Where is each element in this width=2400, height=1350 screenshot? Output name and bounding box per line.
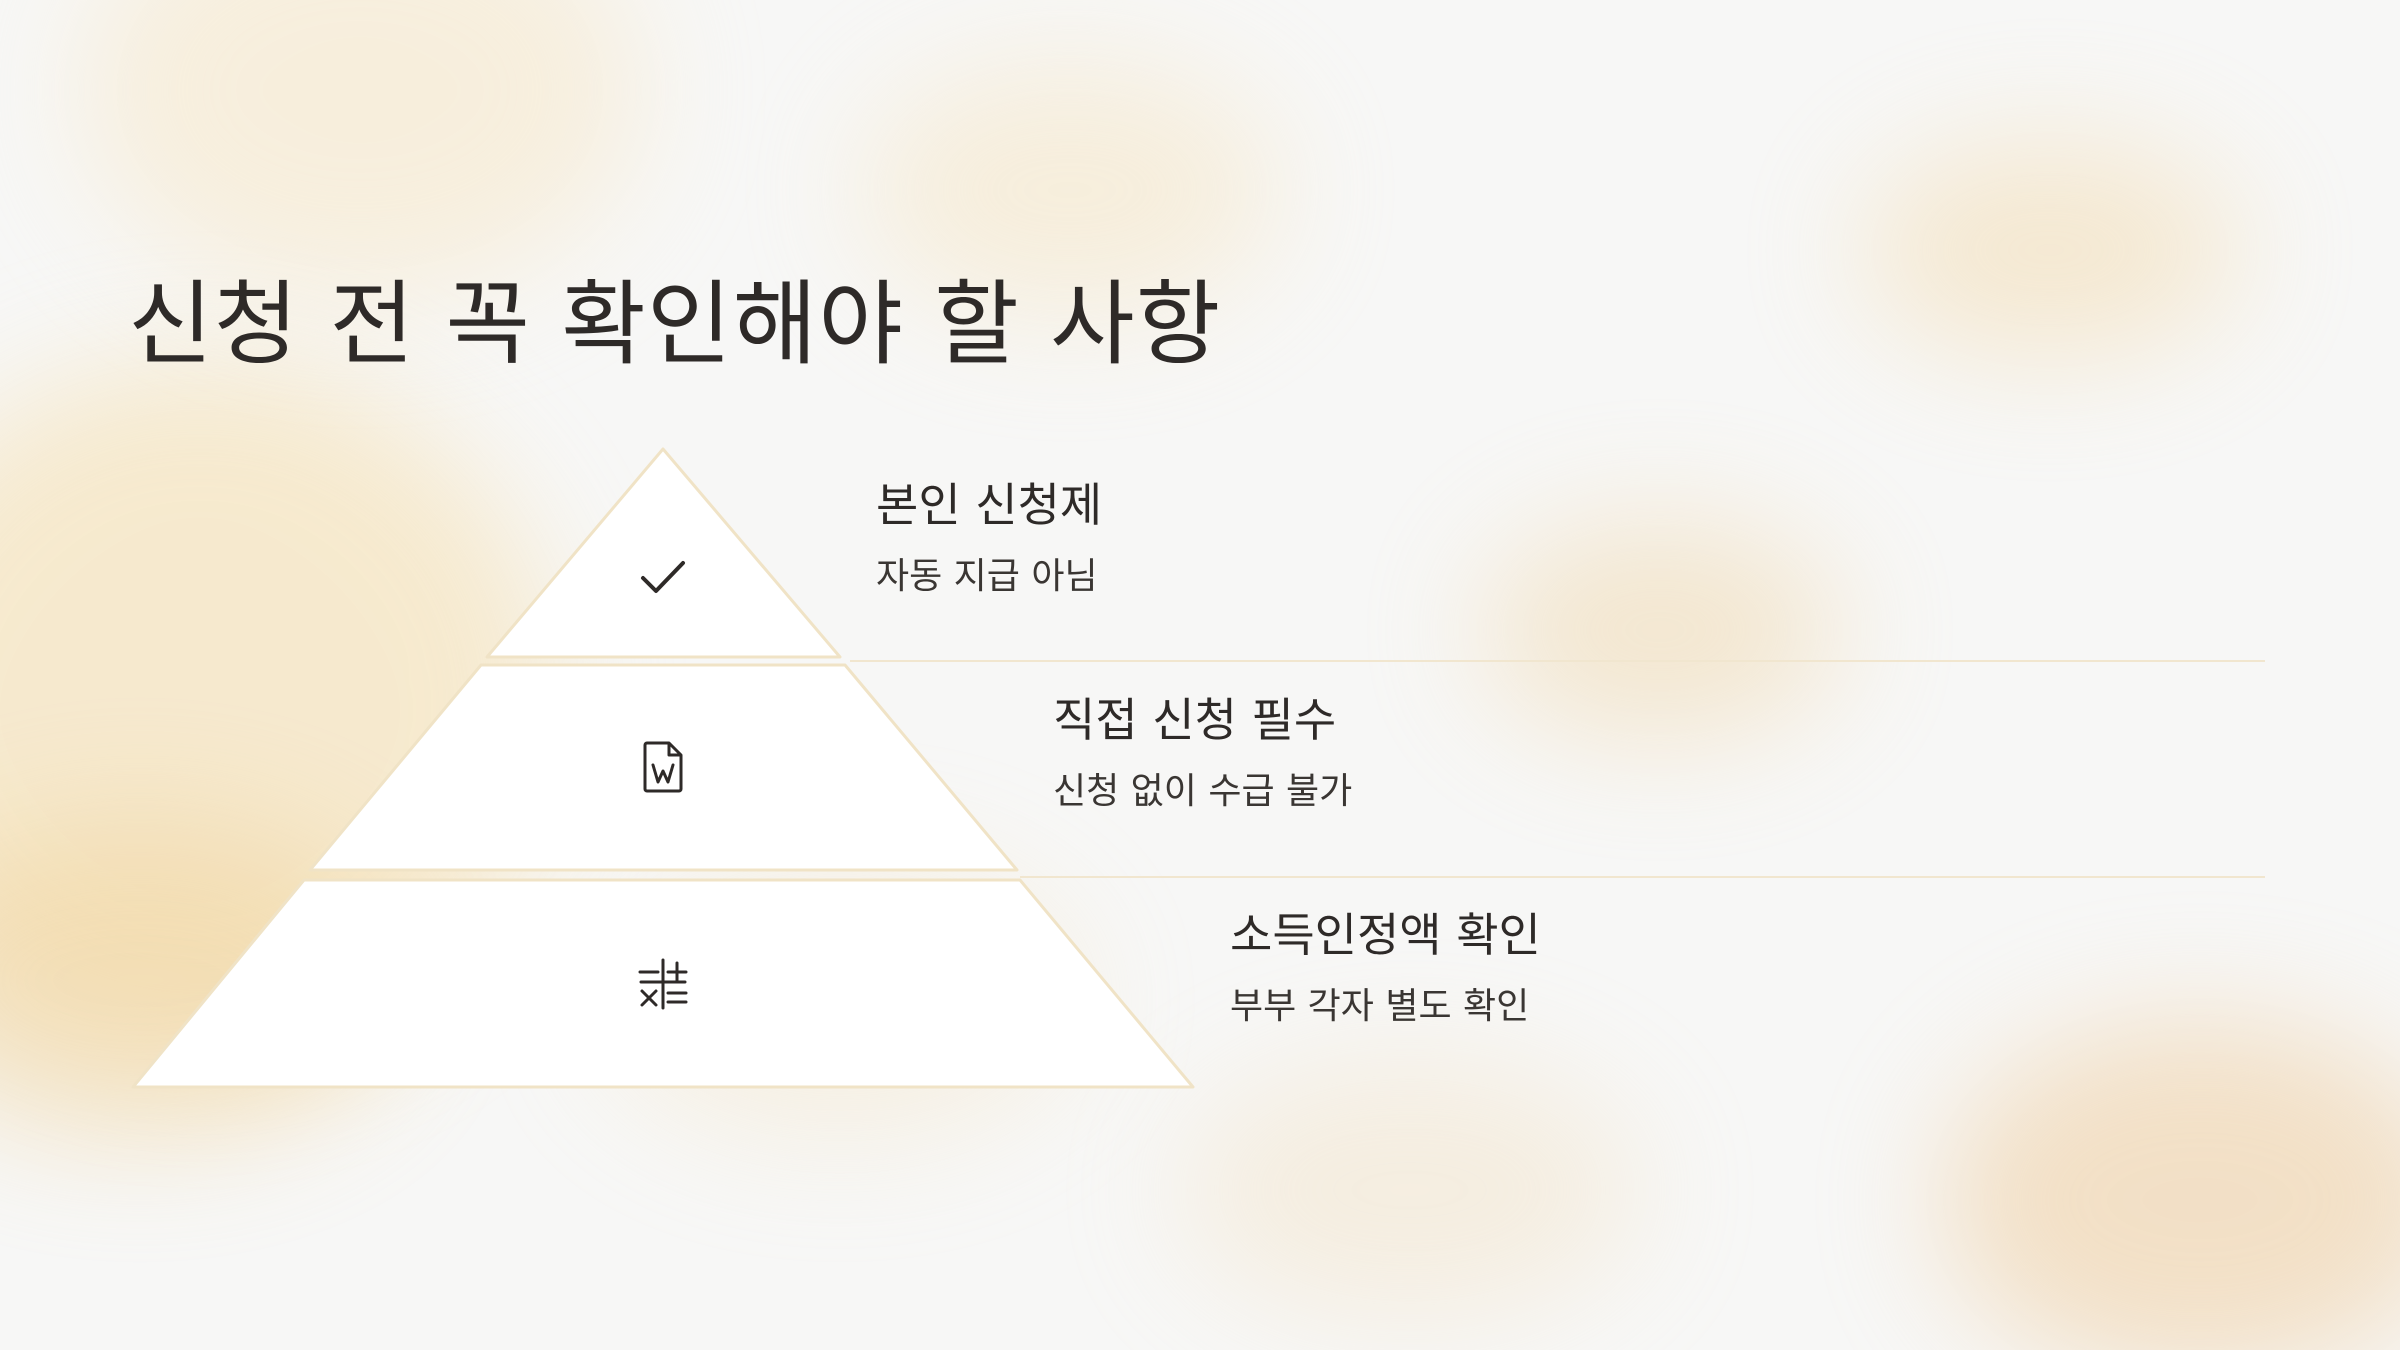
tier-1-title: 본인 신청제 [876,478,1103,532]
tier-2-title: 직접 신청 필수 [1053,693,1337,747]
calculator-icon [633,954,693,1014]
tier-1-text: 본인 신청제 자동 지급 아님 [876,478,1102,598]
tier-3-title: 소득인정액 확인 [1230,908,1541,962]
tier-2-text: 직접 신청 필수 신청 없이 수급 불가 [1053,693,1352,813]
tier-2-description: 신청 없이 수급 불가 [1053,771,1353,813]
tier-1-description: 자동 지급 아님 [876,556,1098,598]
tier-3-description: 부부 각자 별도 확인 [1230,986,1530,1028]
pyramid-tier-1 [485,447,842,659]
slide-title: 신청 전 꼭 확인해야 할 사항 [128,271,1222,378]
tier-3-text: 소득인정액 확인 부부 각자 별도 확인 [1230,908,1541,1028]
pyramid-tier-2 [308,663,1019,872]
document-icon [633,737,693,797]
check-icon [633,547,693,607]
